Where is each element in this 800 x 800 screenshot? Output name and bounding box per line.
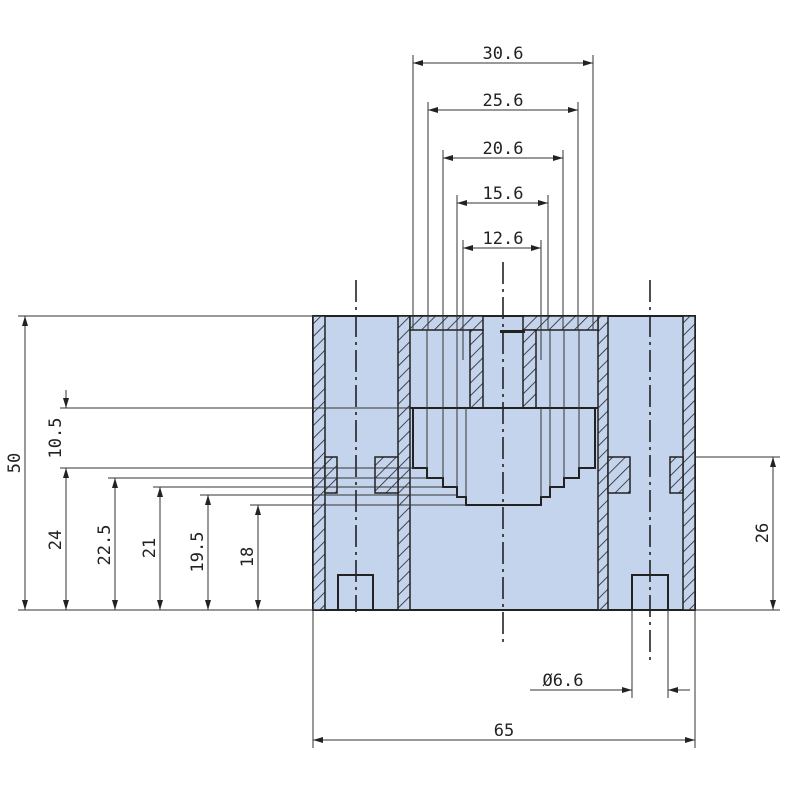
dim-19-5: 19.5	[188, 532, 208, 573]
dim-25-6: 25.6	[483, 91, 524, 111]
part-body	[312, 315, 696, 611]
dim-hole-diameter: Ø6.6	[543, 671, 584, 691]
dim-30-6: 30.6	[483, 44, 524, 64]
dim-24: 24	[46, 530, 66, 550]
dim-26: 26	[753, 523, 773, 543]
centerlines	[355, 262, 651, 665]
dim-12-6: 12.6	[483, 229, 524, 249]
dim-21: 21	[140, 538, 160, 558]
dimension-lines	[22, 60, 776, 743]
extension-lines	[18, 55, 780, 748]
dim-65: 65	[494, 721, 514, 741]
dim-50: 50	[5, 453, 25, 473]
dim-15-6: 15.6	[483, 184, 524, 204]
dim-10-5: 10.5	[46, 418, 66, 459]
dim-20-6: 20.6	[483, 139, 524, 159]
dim-18: 18	[238, 547, 258, 567]
dim-22-5: 22.5	[95, 525, 115, 566]
